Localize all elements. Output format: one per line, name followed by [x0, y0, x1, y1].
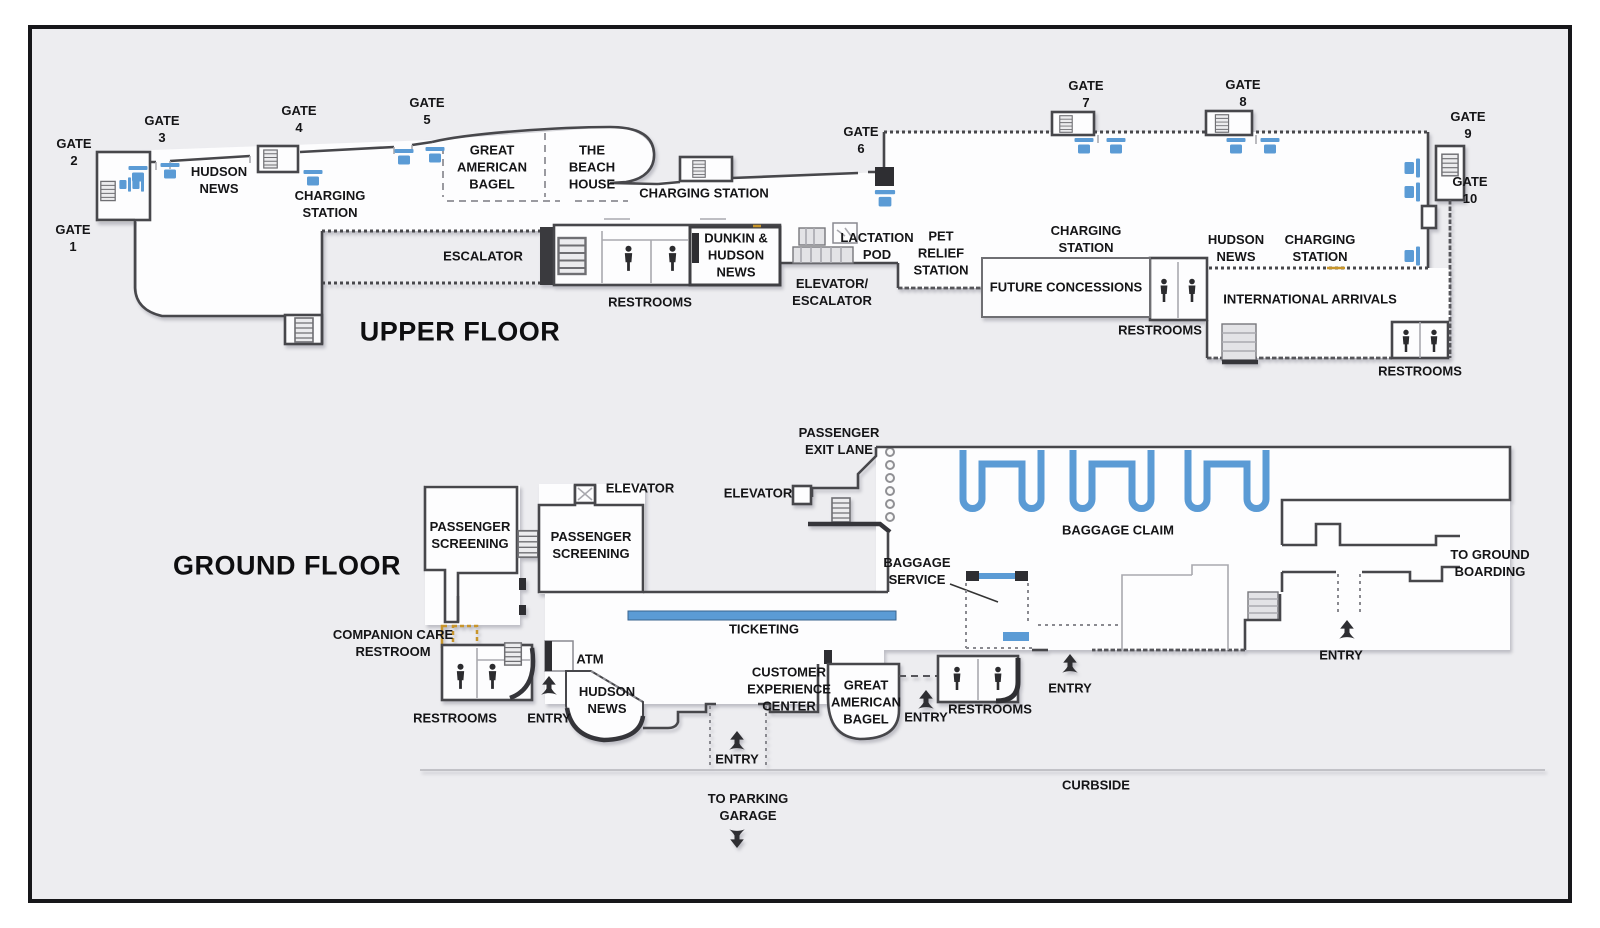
label-restrooms-upper-far: RESTROOMS	[1378, 363, 1462, 379]
label-charging-station-1: CHARGING STATION	[294, 188, 366, 220]
stairs-icon	[263, 149, 278, 169]
escalator-icon	[832, 498, 850, 522]
label-charging-station-4: CHARGING STATION	[1284, 232, 1356, 264]
label-pet-relief-station: PET RELIEF STATION	[913, 228, 969, 278]
entry-arrow-icon	[1062, 654, 1078, 673]
label-gate-2: GATE 2	[56, 136, 92, 168]
stairs-icon	[293, 317, 315, 343]
label-atm: ATM	[576, 651, 604, 667]
label-gate-6: GATE 6	[843, 124, 879, 156]
baggage-carousel	[1069, 450, 1155, 512]
upper-floor-title: UPPER FLOOR	[359, 316, 561, 347]
label-baggage-service: BAGGAGE SERVICE	[883, 555, 951, 587]
label-elevator-2: ELEVATOR	[723, 485, 793, 501]
charging-kiosk-upper	[678, 155, 734, 183]
exit-lane-chain-icon	[885, 447, 895, 522]
label-gate-1: GATE 1	[55, 222, 91, 254]
label-escalator-upper: ESCALATOR	[443, 248, 523, 264]
stairs-icon	[503, 642, 523, 666]
label-entry-5: ENTRY	[1319, 647, 1363, 663]
elevator-box	[791, 484, 813, 506]
label-future-concessions: FUTURE CONCESSIONS	[989, 279, 1143, 295]
future-concessions-block	[981, 257, 1151, 318]
label-charging-station-3: CHARGING STATION	[1050, 223, 1122, 255]
gate-6-door	[875, 167, 894, 186]
great-american-bagel-room	[826, 662, 901, 741]
ticketing-counter	[627, 610, 897, 621]
label-hudson-news-upper-left: HUDSON NEWS	[190, 164, 248, 196]
label-elevator-escalator: ELEVATOR/ ESCALATOR	[792, 276, 872, 308]
label-restrooms-ground-right: RESTROOMS	[948, 701, 1032, 717]
label-gate-4: GATE 4	[281, 103, 317, 135]
label-passenger-screening-1: PASSENGER SCREENING	[429, 519, 511, 551]
label-baggage-claim: BAGGAGE CLAIM	[1062, 522, 1174, 538]
gate-7-bridge	[1050, 110, 1096, 137]
baggage-carousel	[959, 450, 1045, 512]
stairs-icon	[1214, 114, 1230, 133]
label-dunkin-hudson-news: DUNKIN & HUDSON NEWS	[704, 230, 768, 280]
label-great-american-bagel-ground: GREAT AMERICAN BAGEL	[830, 677, 902, 727]
label-restrooms-upper-right: RESTROOMS	[1118, 322, 1202, 338]
label-gate-3: GATE 3	[144, 113, 180, 145]
label-to-parking-garage: TO PARKING GARAGE	[707, 791, 789, 823]
label-to-ground-boarding: TO GROUND BOARDING	[1450, 547, 1530, 579]
stairs-icon	[100, 180, 116, 202]
escalator-icon	[557, 236, 587, 276]
ground-floor-plan	[420, 445, 1545, 848]
label-restrooms-upper-mid: RESTROOMS	[608, 294, 692, 310]
label-companion-care-restroom: COMPANION CARE RESTROOM	[332, 627, 454, 659]
label-gate-8: GATE 8	[1225, 77, 1261, 109]
label-hudson-news-upper-right: HUDSON NEWS	[1207, 232, 1265, 264]
label-hudson-news-ground: HUDSON NEWS	[578, 684, 636, 716]
baggage-service-leader-line	[949, 583, 999, 603]
baggage-carousel	[1184, 450, 1270, 512]
label-elevator-1: ELEVATOR	[605, 480, 675, 496]
companion-care-room	[451, 624, 479, 654]
label-gate-10: GATE 10	[1452, 174, 1488, 206]
label-passenger-screening-2: PASSENGER SCREENING	[550, 529, 632, 561]
charging-kiosk-icon	[692, 160, 706, 178]
entry-arrow-icon	[729, 731, 745, 750]
label-entry-4: ENTRY	[1048, 680, 1092, 696]
label-passenger-exit-lane: PASSENGER EXIT LANE	[798, 425, 880, 457]
stairs-icon	[1441, 153, 1459, 177]
stairs-icon	[1059, 115, 1073, 133]
label-customer-experience-center: CUSTOMER EXPERIENCE CENTER	[747, 664, 831, 714]
label-restrooms-ground-left: RESTROOMS	[413, 710, 497, 726]
label-entry-3: ENTRY	[904, 709, 948, 725]
label-the-beach-house: THE BEACH HOUSE	[568, 142, 616, 192]
ground-floor-title: GROUND FLOOR	[173, 550, 401, 581]
label-charging-station-2: CHARGING STATION	[639, 185, 769, 201]
entry-arrow-icon	[918, 690, 934, 709]
dunkin-hudson-block	[688, 225, 782, 287]
parking-arrow-icon	[729, 829, 745, 848]
label-curbside: CURBSIDE	[1062, 777, 1130, 793]
label-gate-5: GATE 5	[409, 95, 445, 127]
label-entry-1: ENTRY	[527, 710, 571, 726]
label-ticketing: TICKETING	[728, 621, 800, 637]
label-international-arrivals: INTERNATIONAL ARRIVALS	[1223, 291, 1397, 307]
stairs-icon	[517, 529, 539, 559]
upper-floor-plan	[95, 109, 1466, 365]
label-great-american-bagel-upper: GREAT AMERICAN BAGEL	[456, 142, 528, 192]
label-entry-2: ENTRY	[715, 751, 759, 767]
label-gate-7: GATE 7	[1068, 78, 1104, 110]
label-gate-9: GATE 9	[1450, 109, 1486, 141]
baggage-service-counter	[979, 573, 1015, 579]
label-lactation-pod: LACTATION POD	[840, 230, 914, 262]
